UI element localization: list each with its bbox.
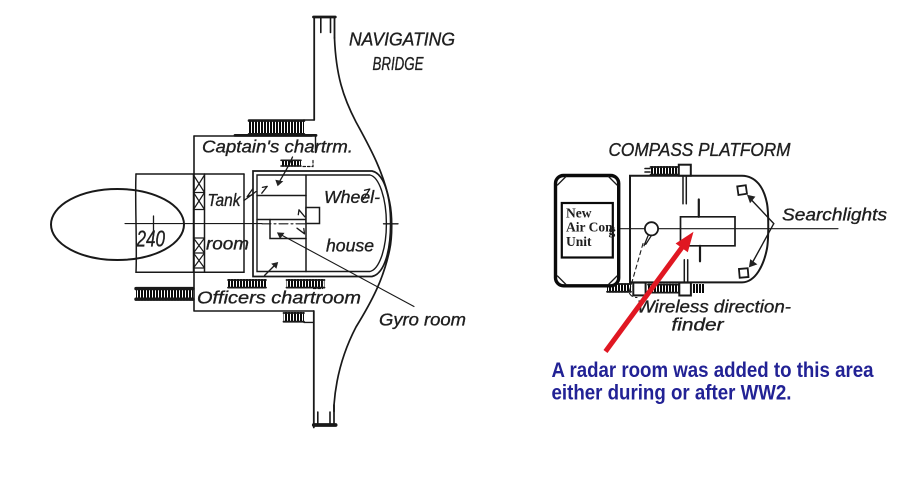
- svg-text:g: g: [609, 223, 616, 238]
- svg-text:room: room: [206, 234, 249, 254]
- svg-text:Air Con.: Air Con.: [566, 220, 616, 235]
- svg-text:Searchlights: Searchlights: [782, 205, 887, 225]
- svg-text:Captain's chartrm.: Captain's chartrm.: [202, 137, 353, 157]
- svg-text:New: New: [566, 205, 592, 220]
- svg-text:house: house: [326, 236, 374, 256]
- svg-text:Wheel-: Wheel-: [324, 187, 380, 207]
- svg-text:Officers chartroom: Officers chartroom: [197, 288, 361, 308]
- svg-text:A radar room was added to this: A radar room was added to this area: [552, 359, 874, 382]
- svg-text:NAVIGATING: NAVIGATING: [349, 30, 455, 50]
- svg-text:BRIDGE: BRIDGE: [373, 54, 425, 74]
- svg-text:Wireless direction-: Wireless direction-: [637, 297, 791, 317]
- svg-text:either during or after WW2.: either during or after WW2.: [552, 382, 792, 405]
- svg-text:Tank: Tank: [208, 190, 242, 210]
- svg-text:Unit: Unit: [566, 234, 592, 249]
- svg-text:Gyro room: Gyro room: [379, 310, 466, 330]
- svg-text:COMPASS PLATFORM: COMPASS PLATFORM: [609, 139, 792, 160]
- svg-text:240: 240: [136, 226, 165, 252]
- svg-text:finder: finder: [672, 315, 725, 335]
